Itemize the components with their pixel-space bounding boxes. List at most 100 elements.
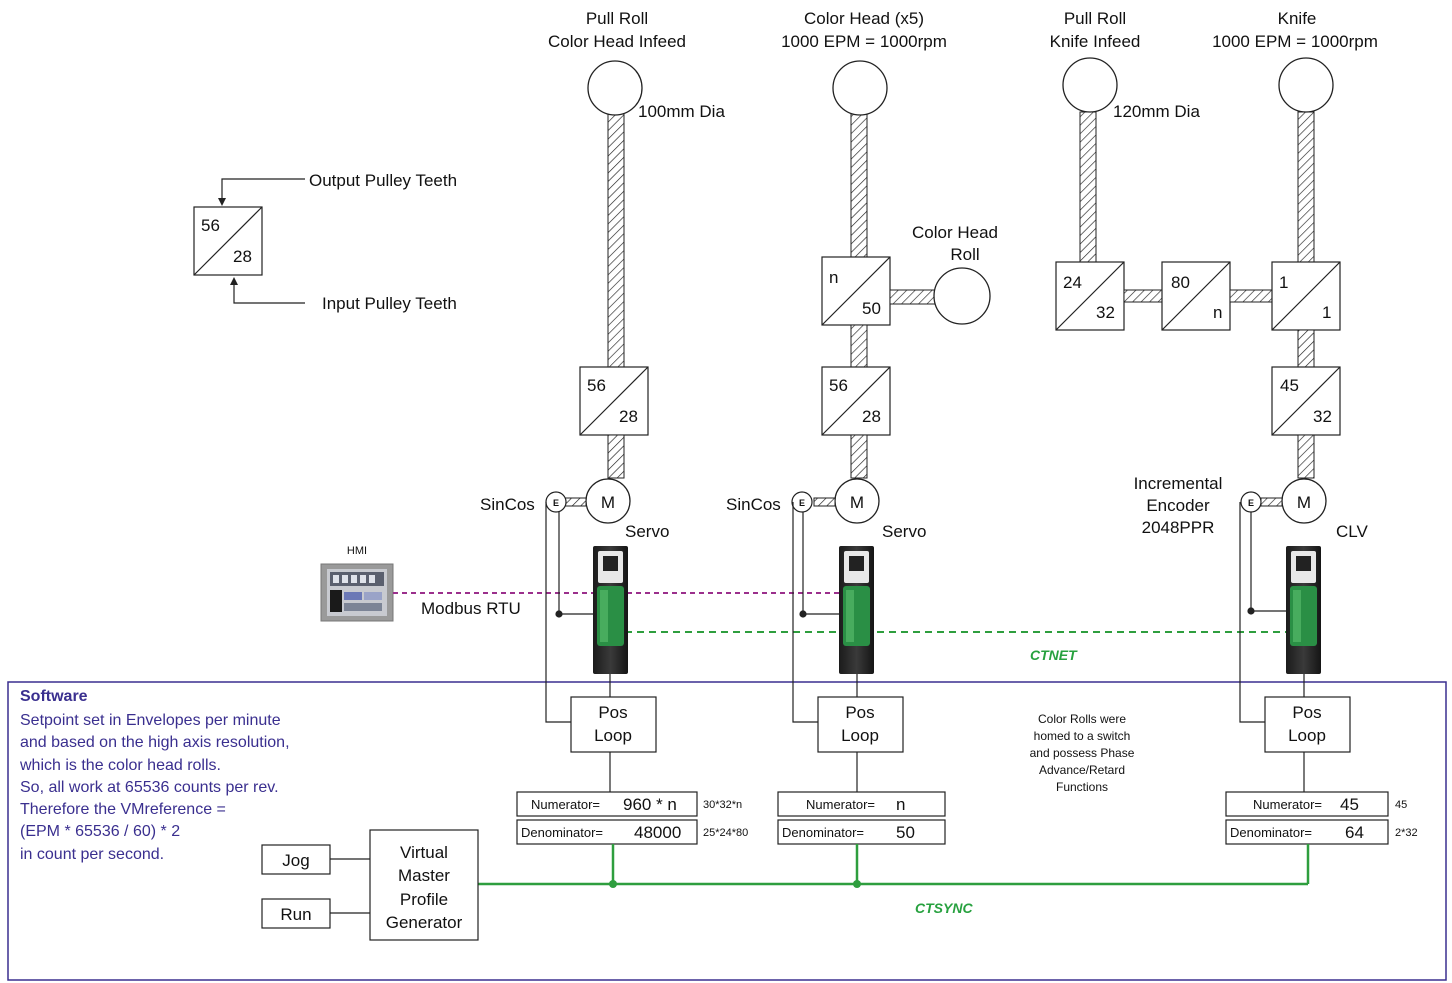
software-line-3: which is the color head rolls. bbox=[19, 757, 221, 774]
vm-line-3: Profile bbox=[400, 890, 448, 909]
axis4-feedback-line2: Encoder bbox=[1146, 496, 1210, 515]
axis1-motor-letter: M bbox=[601, 493, 615, 512]
ratio1-num-value: 960 * n bbox=[623, 795, 677, 814]
axis4-gear-bottom: 32 bbox=[1313, 407, 1332, 426]
legend-output-label: Output Pulley Teeth bbox=[309, 171, 457, 190]
pos-loop-3: Pos Loop bbox=[1265, 697, 1350, 752]
middle-gear-bottom: n bbox=[1213, 303, 1222, 322]
vm-line-4: Generator bbox=[386, 913, 463, 932]
axis1-feedback: SinCos bbox=[480, 495, 535, 514]
run-label: Run bbox=[280, 905, 311, 924]
software-line-4: So, all work at 65536 counts per rev. bbox=[20, 779, 279, 796]
note-line-1: Color Rolls were bbox=[1038, 712, 1126, 726]
software-line-6: (EPM * 65536 / 60) * 2 bbox=[20, 823, 180, 840]
ratio2-den-value: 50 bbox=[896, 823, 915, 842]
color-head-roll-side bbox=[934, 268, 990, 324]
axis1-diameter: 100mm Dia bbox=[638, 102, 725, 121]
vm-line-2: Master bbox=[398, 866, 450, 885]
ratio-box-color-pull: Numerator= 960 * n 30*32*n Denominator= … bbox=[517, 792, 748, 844]
color-head-roll-top bbox=[833, 61, 887, 115]
axis2-title-line1: Color Head (x5) bbox=[804, 9, 924, 28]
hmi-panel[interactable]: HMI bbox=[321, 545, 393, 621]
hmi-label: HMI bbox=[347, 545, 367, 557]
drive-1 bbox=[593, 546, 628, 674]
middle-gear-top: 80 bbox=[1171, 273, 1190, 292]
ratio1-num-label: Numerator= bbox=[531, 797, 600, 812]
axis3-title-line1: Pull Roll bbox=[1064, 9, 1126, 28]
ratio-box-knife: Numerator= 45 45 Denominator= 64 2*32 bbox=[1226, 792, 1418, 844]
axis4-title-line2: 1000 EPM = 1000rpm bbox=[1212, 32, 1378, 51]
knife-roll bbox=[1279, 58, 1333, 112]
axis4-feedback-line3: 2048PPR bbox=[1142, 518, 1215, 537]
ratio2-num-value: n bbox=[896, 795, 905, 814]
software-title: Software bbox=[20, 688, 88, 705]
software-line-5: Therefore the VMreference = bbox=[20, 801, 226, 818]
axis2-gear-top: 56 bbox=[829, 376, 848, 395]
axis3-title-line2: Knife Infeed bbox=[1050, 32, 1141, 51]
modbus-label: Modbus RTU bbox=[421, 599, 521, 618]
ratio3-num-note: 45 bbox=[1395, 799, 1407, 811]
axis2-ngear-top: n bbox=[829, 268, 838, 287]
axis-color-head: Color Head (x5) 1000 EPM = 1000rpm n 50 … bbox=[726, 9, 998, 541]
axis2-motor-letter: M bbox=[850, 493, 864, 512]
ctsync-logo: CTSYNC bbox=[915, 900, 973, 916]
note-line-4: Advance/Retard bbox=[1039, 763, 1125, 777]
pos-loop-1-line2: Loop bbox=[594, 726, 632, 745]
axis1-title-line2: Color Head Infeed bbox=[548, 32, 686, 51]
ratio1-den-value: 48000 bbox=[634, 823, 681, 842]
axis2-feedback: SinCos bbox=[726, 495, 781, 514]
ratio-box-color-head: Numerator= n Denominator= 50 bbox=[778, 792, 945, 844]
legend-input-label: Input Pulley Teeth bbox=[322, 294, 457, 313]
jog-label: Jog bbox=[282, 851, 309, 870]
pos-loop-3-line1: Pos bbox=[1292, 703, 1321, 722]
axis2-roll-label2: Roll bbox=[950, 245, 979, 264]
note-line-2: homed to a switch bbox=[1034, 729, 1131, 743]
axis4-gear-top: 45 bbox=[1280, 376, 1299, 395]
axis4-encoder-letter: E bbox=[1248, 498, 1254, 508]
pull-roll-color-roll bbox=[588, 61, 642, 115]
drive-3 bbox=[1286, 546, 1321, 674]
ratio1-den-note: 25*24*80 bbox=[703, 827, 748, 839]
axis4-gear1-bottom: 1 bbox=[1322, 303, 1331, 322]
pull-roll-knife-roll bbox=[1063, 58, 1117, 112]
axis4-feedback-line1: Incremental bbox=[1134, 474, 1223, 493]
ctnet-logo: CTNET bbox=[1030, 647, 1078, 663]
run-button[interactable]: Run bbox=[262, 899, 330, 928]
pos-loop-2: Pos Loop bbox=[818, 697, 903, 752]
axis2-motor-type: Servo bbox=[882, 522, 926, 541]
axis2-roll-label1: Color Head bbox=[912, 223, 998, 242]
axis3-gear-bottom: 32 bbox=[1096, 303, 1115, 322]
ratio2-num-label: Numerator= bbox=[806, 797, 875, 812]
axis1-motor-type: Servo bbox=[625, 522, 669, 541]
legend-pulley: 56 28 Output Pulley Teeth Input Pulley T… bbox=[194, 171, 457, 313]
axis2-title-line2: 1000 EPM = 1000rpm bbox=[781, 32, 947, 51]
axis2-ngear-bottom: 50 bbox=[862, 299, 881, 318]
ratio3-num-label: Numerator= bbox=[1253, 797, 1322, 812]
axis4-gear1-top: 1 bbox=[1279, 273, 1288, 292]
ratio1-den-label: Denominator= bbox=[521, 825, 603, 840]
ratio3-num-value: 45 bbox=[1340, 795, 1359, 814]
pos-loop-2-line1: Pos bbox=[845, 703, 874, 722]
drive-2 bbox=[839, 546, 874, 674]
axis3-diameter: 120mm Dia bbox=[1113, 102, 1200, 121]
note-line-5: Functions bbox=[1056, 780, 1108, 794]
axis2-encoder-letter: E bbox=[799, 498, 805, 508]
pos-loop-1-line1: Pos bbox=[598, 703, 627, 722]
jog-button[interactable]: Jog bbox=[262, 845, 330, 874]
axis-pull-roll-knife: Pull Roll Knife Infeed 120mm Dia 24 32 8… bbox=[1050, 9, 1272, 330]
ctsync-bus bbox=[478, 844, 1308, 884]
axis1-title-line1: Pull Roll bbox=[586, 9, 648, 28]
axis1-encoder-letter: E bbox=[553, 498, 559, 508]
software-line-7: in count per second. bbox=[20, 846, 164, 863]
ratio1-num-note: 30*32*n bbox=[703, 799, 742, 811]
ratio3-den-note: 2*32 bbox=[1395, 827, 1418, 839]
axis1-gear-top: 56 bbox=[587, 376, 606, 395]
ratio3-den-value: 64 bbox=[1345, 823, 1364, 842]
software-line-1: Setpoint set in Envelopes per minute bbox=[20, 712, 281, 729]
pos-loop-3-line2: Loop bbox=[1288, 726, 1326, 745]
axis2-gear-bottom: 28 bbox=[862, 407, 881, 426]
axis-pull-roll-color: Pull Roll Color Head Infeed 100mm Dia 56… bbox=[480, 9, 725, 541]
legend-top-number: 56 bbox=[201, 216, 220, 235]
ratio2-den-label: Denominator= bbox=[782, 825, 864, 840]
